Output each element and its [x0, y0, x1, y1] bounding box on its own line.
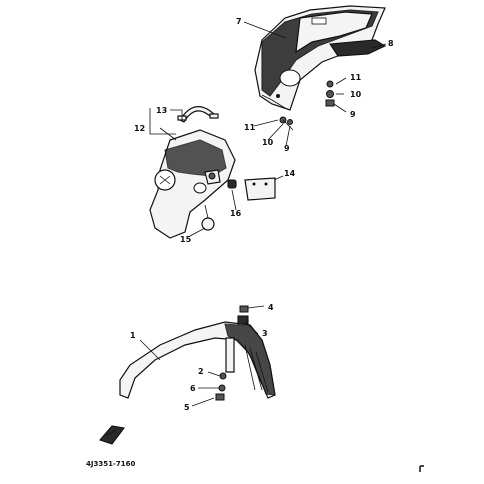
- callout-6: 6: [190, 384, 196, 393]
- leader-lines: [139, 21, 387, 407]
- callout-11-left: 11: [244, 123, 256, 132]
- callout-15: 15: [180, 235, 192, 244]
- callout-8: 8: [388, 39, 394, 48]
- callout-9-left: 9: [284, 144, 290, 153]
- callout-13: 13: [156, 106, 167, 115]
- callout-10-left: 10: [262, 138, 274, 147]
- knob: [201, 204, 215, 231]
- front-fender: [119, 321, 276, 399]
- plate: [244, 177, 276, 201]
- callout-12: 12: [134, 124, 145, 133]
- callouts: 1 2 3 4 5 6 7 8 9 9 10 10 11 11 12 13 14…: [130, 17, 394, 412]
- callout-11-right: 11: [350, 73, 362, 82]
- callout-9-right: 9: [350, 110, 356, 119]
- callout-3: 3: [262, 329, 268, 338]
- callout-14: 14: [284, 169, 296, 178]
- rear-fender: [254, 5, 387, 111]
- rear-fender-hardware: [279, 80, 335, 131]
- tail-bracket: [149, 129, 236, 239]
- reference-icon: [99, 425, 125, 445]
- strap: [177, 106, 219, 123]
- callout-16: 16: [230, 209, 242, 218]
- grommet: [227, 179, 237, 189]
- callout-4: 4: [268, 303, 274, 312]
- callout-7: 7: [236, 17, 242, 26]
- callout-5: 5: [184, 403, 190, 412]
- callout-1: 1: [130, 331, 136, 340]
- diagram-code: 4J3351-7160: [86, 460, 135, 468]
- callout-2: 2: [198, 367, 204, 376]
- page-marker: [419, 465, 424, 472]
- callout-10-right: 10: [350, 90, 362, 99]
